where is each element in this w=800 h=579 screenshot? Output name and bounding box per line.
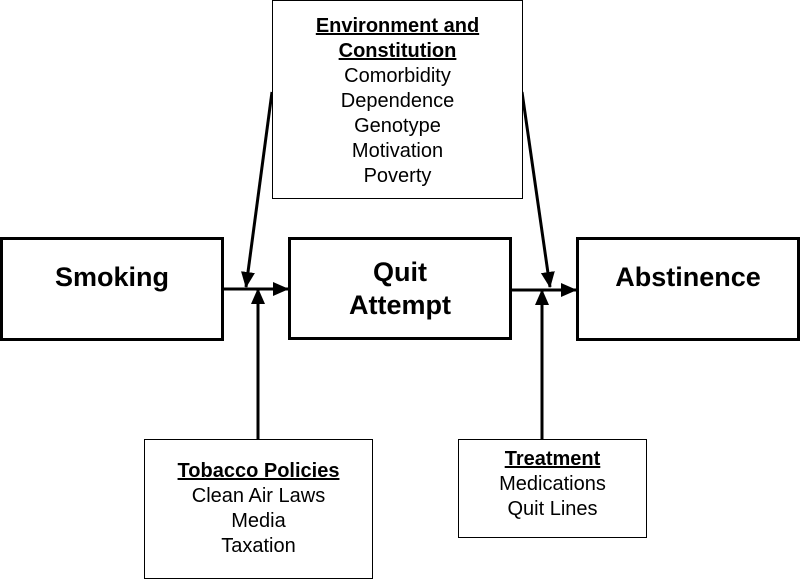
arrow-environment-to-left-junction bbox=[241, 91, 274, 288]
tobacco-policies-item: Taxation bbox=[221, 535, 296, 557]
tobacco-policies-item: Media bbox=[231, 510, 286, 532]
environment-item: Comorbidity bbox=[344, 65, 451, 87]
tobacco-policies-box: Tobacco Policies Clean Air Laws Media Ta… bbox=[144, 439, 373, 579]
environment-title-line2: Constitution bbox=[338, 40, 457, 62]
environment-constitution-box: Environment and Constitution Comorbidity… bbox=[272, 0, 523, 199]
tobacco-policies-item: Clean Air Laws bbox=[191, 485, 326, 507]
abstinence-label: Abstinence bbox=[615, 261, 761, 292]
tobacco-policies-title: Tobacco Policies bbox=[177, 460, 340, 482]
environment-item: Dependence bbox=[340, 90, 455, 112]
smoking-box: Smoking bbox=[0, 237, 224, 341]
abstinence-box: Abstinence bbox=[576, 237, 800, 341]
treatment-title: Treatment bbox=[504, 448, 601, 470]
environment-title-line1: Environment and bbox=[315, 15, 480, 37]
quit-attempt-label-line1: Quit bbox=[373, 256, 427, 287]
environment-item: Genotype bbox=[354, 115, 441, 137]
arrow-environment-to-right-junction bbox=[520, 91, 555, 288]
smoking-label: Smoking bbox=[54, 261, 169, 292]
quit-attempt-box: Quit Attempt bbox=[288, 237, 512, 340]
treatment-item: Quit Lines bbox=[507, 498, 598, 520]
treatment-item: Medications bbox=[499, 473, 606, 495]
environment-item: Motivation bbox=[351, 140, 444, 162]
quit-attempt-label-line2: Attempt bbox=[349, 289, 451, 320]
environment-item: Poverty bbox=[363, 165, 432, 187]
treatment-box: Treatment Medications Quit Lines bbox=[458, 439, 647, 538]
